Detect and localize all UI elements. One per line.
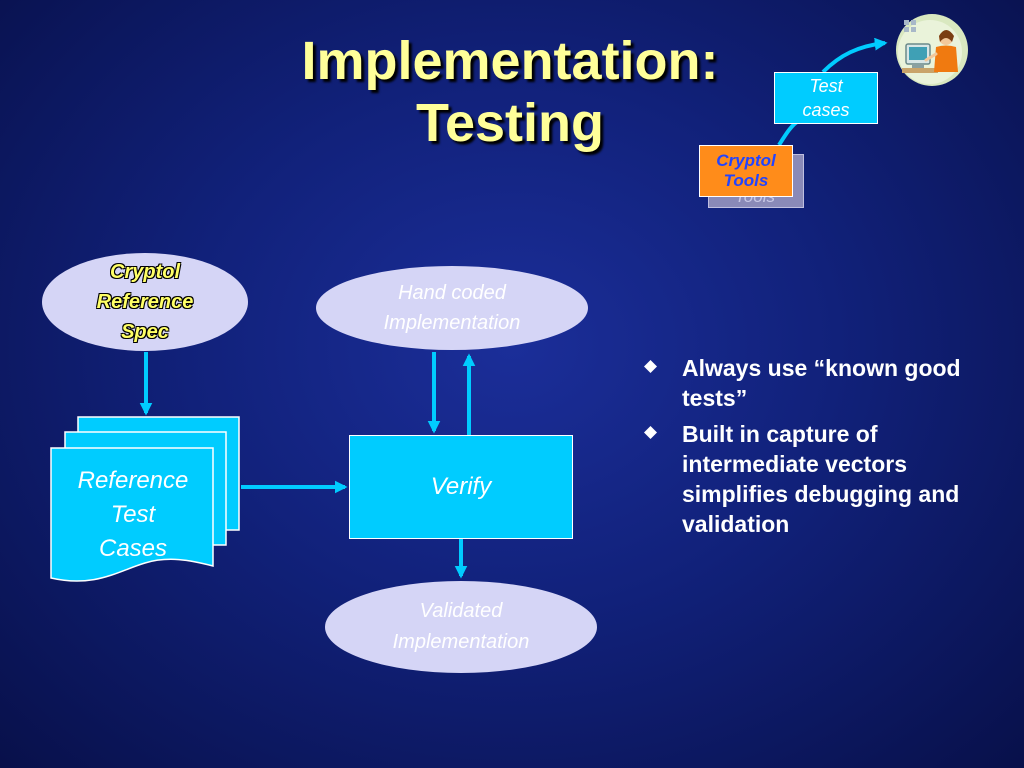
person-at-computer-icon: [896, 14, 968, 86]
reference-test-cases-label: Reference Test Cases: [56, 464, 210, 566]
ref-spec-line-1: Cryptol: [110, 261, 180, 283]
ref-cases-line-1: Reference: [77, 467, 189, 494]
bullet-list: Always use “known good tests” Built in c…: [640, 353, 1000, 545]
validated-line-2: Implementation: [392, 631, 530, 653]
cryptol-tools-box: Cryptol Tools: [699, 145, 793, 197]
hand-coded-implementation-node: Hand coded Implementation: [316, 266, 588, 350]
testcases-to-user-arrow: [821, 37, 888, 74]
test-cases-line-1: Test: [809, 76, 843, 96]
verify-node: Verify: [349, 435, 573, 539]
slide-title-line-2: Testing: [416, 93, 604, 153]
cryptol-reference-spec-node: Cryptol Reference Spec: [42, 253, 248, 351]
diamond-bullet-icon: [644, 360, 657, 373]
test-cases-line-2: cases: [802, 100, 850, 120]
ref-cases-line-2: Test: [110, 501, 156, 528]
cryptol-tools-line-2: Tools: [723, 171, 769, 190]
bullet-text-1: Always use “known good tests”: [682, 355, 961, 411]
reference-test-cases-stack: [50, 416, 240, 582]
ref-cases-line-3: Cases: [98, 535, 168, 562]
hand-coded-line-2: Implementation: [383, 312, 521, 334]
validated-implementation-node: Validated Implementation: [325, 581, 597, 673]
ref-spec-line-3: Spec: [121, 321, 169, 343]
bullet-text-2: Built in capture of intermediate vectors…: [682, 421, 960, 537]
test-cases-box: Test cases: [774, 72, 878, 124]
slide-title-line-1: Implementation:: [301, 31, 719, 91]
cryptol-tools-line-1: Cryptol: [716, 151, 776, 170]
bullet-item: Always use “known good tests”: [640, 353, 1000, 413]
bullet-item: Built in capture of intermediate vectors…: [640, 419, 1000, 539]
ref-spec-line-2: Reference: [96, 291, 194, 313]
document-front: [50, 447, 214, 582]
slide-title: Implementation: Testing: [200, 30, 820, 154]
diamond-bullet-icon: [644, 426, 657, 439]
validated-line-1: Validated: [419, 600, 503, 622]
hand-coded-line-1: Hand coded: [398, 282, 506, 304]
